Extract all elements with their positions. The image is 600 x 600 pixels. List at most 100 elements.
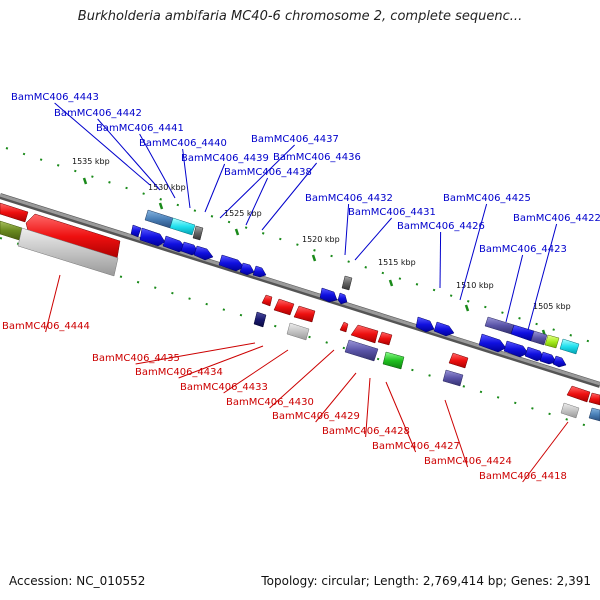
scale-label: 1510 kbp <box>456 281 494 290</box>
gene-feature <box>415 316 435 333</box>
gene-feature <box>193 245 214 261</box>
gene-feature <box>192 225 204 241</box>
gene-label[interactable]: BamMC406_4434 <box>135 367 223 378</box>
gene-feature <box>286 322 310 341</box>
gene-label[interactable]: BamMC406_4444 <box>2 321 90 332</box>
gene-label[interactable]: BamMC406_4443 <box>11 92 99 103</box>
leader-line <box>135 342 256 365</box>
gene-feature <box>337 292 348 305</box>
gene-feature <box>442 369 464 387</box>
gene-label[interactable]: BamMC406_4438 <box>224 167 312 178</box>
gene-label[interactable]: BamMC406_4432 <box>305 193 393 204</box>
gene-feature <box>552 355 567 368</box>
gene-label[interactable]: BamMC406_4439 <box>181 153 269 164</box>
leader-line <box>315 372 357 423</box>
gene-label[interactable]: BamMC406_4435 <box>92 353 180 364</box>
gene-label[interactable]: BamMC406_4429 <box>272 411 360 422</box>
gene-feature <box>319 287 338 303</box>
gene-label[interactable]: BamMC406_4441 <box>96 123 184 134</box>
leader-line <box>269 349 335 409</box>
leader-line <box>365 377 371 438</box>
gene-feature <box>382 351 405 370</box>
gene-label[interactable]: BamMC406_4425 <box>443 193 531 204</box>
leader-line <box>245 177 269 226</box>
gene-feature <box>218 254 245 272</box>
leader-line <box>522 421 569 483</box>
gene-feature <box>341 275 353 291</box>
leader-line <box>385 381 417 453</box>
leader-line <box>354 217 392 261</box>
reverse-gene-labels: BamMC406_4444BamMC406_4435BamMC406_4434B… <box>2 274 569 483</box>
gene-feature <box>588 392 600 406</box>
gene-feature <box>252 265 267 278</box>
gene-label[interactable]: BamMC406_4431 <box>348 207 436 218</box>
leader-line <box>204 163 226 213</box>
leader-line <box>505 254 524 323</box>
leader-line <box>344 203 350 256</box>
leader-line <box>45 274 61 333</box>
gene-feature <box>544 334 560 349</box>
forward-gene-labels: BamMC406_4443BamMC406_4442BamMC406_4441B… <box>11 92 600 331</box>
scale-label: 1525 kbp <box>224 209 262 218</box>
gene-feature <box>510 324 535 342</box>
leader-line <box>527 223 558 331</box>
gene-feature <box>293 305 316 323</box>
gene-feature <box>530 330 548 346</box>
forward-strand-genes <box>130 209 580 368</box>
scale-label: 1535 kbp <box>72 157 110 166</box>
gene-label[interactable]: BamMC406_4418 <box>479 471 567 482</box>
gene-label[interactable]: BamMC406_4423 <box>479 244 567 255</box>
leader-line <box>219 144 295 219</box>
gene-label[interactable]: BamMC406_4436 <box>273 152 361 163</box>
gene-feature <box>0 220 23 241</box>
gene-feature <box>273 298 295 316</box>
accession-text: Accession: NC_010552 <box>9 574 146 588</box>
map-title: Burkholderia ambifaria MC40-6 chromosome… <box>77 9 523 24</box>
gene-label[interactable]: BamMC406_4424 <box>424 456 512 467</box>
reverse-strand-genes <box>0 202 600 422</box>
leader-line <box>97 118 161 191</box>
scale-label: 1520 kbp <box>302 235 340 244</box>
leader-line <box>439 231 442 289</box>
gene-label[interactable]: BamMC406_4426 <box>397 221 485 232</box>
chromosome-backbone <box>0 193 600 388</box>
gene-label[interactable]: BamMC406_4440 <box>139 138 227 149</box>
gene-feature <box>144 209 174 229</box>
gene-label[interactable]: BamMC406_4433 <box>180 382 268 393</box>
gene-label[interactable]: BamMC406_4430 <box>226 397 314 408</box>
gene-label[interactable]: BamMC406_4437 <box>251 134 339 145</box>
gene-feature <box>130 224 142 238</box>
gene-feature <box>339 321 349 333</box>
gene-feature <box>377 331 393 346</box>
gene-feature <box>503 340 529 358</box>
gene-feature <box>169 217 196 236</box>
leader-line <box>223 349 289 394</box>
gene-label[interactable]: BamMC406_4427 <box>372 441 460 452</box>
leader-line <box>182 148 191 209</box>
scale-label: 1515 kbp <box>378 258 416 267</box>
gene-feature <box>261 294 273 307</box>
scale-label: 1530 kbp <box>148 183 186 192</box>
topology-summary: Topology: circular; Length: 2,769,414 bp… <box>261 574 591 588</box>
gene-feature <box>484 316 515 335</box>
gene-label[interactable]: BamMC406_4442 <box>54 108 142 119</box>
leader-line <box>139 133 176 199</box>
gene-feature <box>433 321 455 337</box>
gene-feature <box>566 385 591 403</box>
gene-feature <box>560 402 580 419</box>
leader-line <box>444 399 469 468</box>
gene-feature <box>253 311 267 328</box>
gene-feature <box>139 227 166 247</box>
leader-line <box>459 203 488 301</box>
leader-line <box>54 102 151 186</box>
gene-feature <box>448 352 469 369</box>
gene-feature <box>539 351 557 365</box>
scale-label: 1505 kbp <box>533 302 571 311</box>
gene-feature <box>478 333 507 353</box>
gene-label[interactable]: BamMC406_4428 <box>322 426 410 437</box>
gene-label[interactable]: BamMC406_4422 <box>513 213 600 224</box>
scale-labels: 1535 kbp 1530 kbp 1525 kbp 1520 kbp 1515 kbp… <box>72 157 571 311</box>
gene-feature <box>239 262 255 276</box>
gene-feature <box>588 407 600 422</box>
